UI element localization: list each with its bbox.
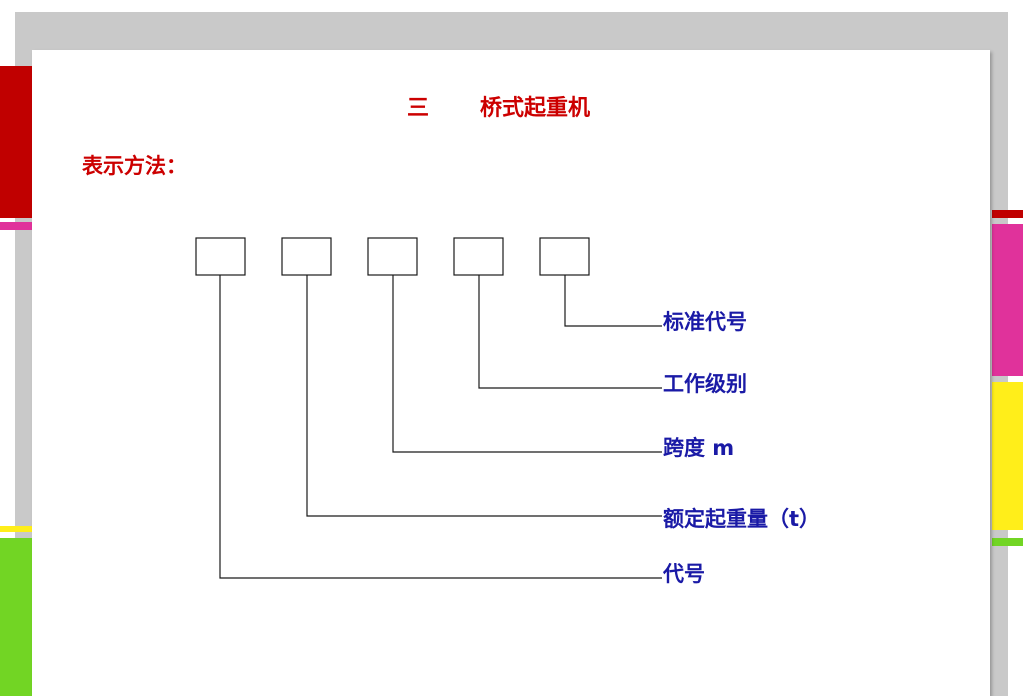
deco-left-red [0,66,32,218]
label-rated-load: 额定起重量（t） [663,507,820,531]
designation-diagram: 标准代号 工作级别 跨度 m 额定起重量（t） 代号 [195,237,820,586]
label-standard-code: 标准代号 [663,310,747,334]
code-box-5 [539,237,590,276]
deco-right-red-strip [992,210,1023,218]
code-box-3 [367,237,418,276]
leader-line-code [219,275,662,579]
leader-line-standard-code [564,275,662,327]
deco-left-yellow-strip [0,526,32,532]
deco-right-green-strip [992,538,1023,546]
label-work-class: 工作级别 [663,372,747,396]
label-code: 代号 [662,562,705,586]
deco-left-pink-strip [0,222,32,230]
leader-line-rated-load [306,275,662,517]
frame-top [15,12,1008,52]
code-box-1 [195,237,246,276]
deco-right-yellow [992,382,1023,530]
slide-subtitle: 表示方法： [82,154,187,178]
deco-right-magenta [992,224,1023,376]
code-box-2 [281,237,332,276]
label-span: 跨度 m [663,436,734,460]
leader-line-span [392,275,662,453]
code-box-4 [453,237,504,276]
leader-line-work-class [478,275,662,389]
deco-left-green [0,538,32,696]
slide-canvas: 三 桥式起重机 表示方法： 标准代号 工作级别 跨度 m 额定起重量（t） 代号 [32,50,990,696]
title-number: 三 [407,96,430,121]
slide-title: 桥式起重机 [480,96,591,121]
